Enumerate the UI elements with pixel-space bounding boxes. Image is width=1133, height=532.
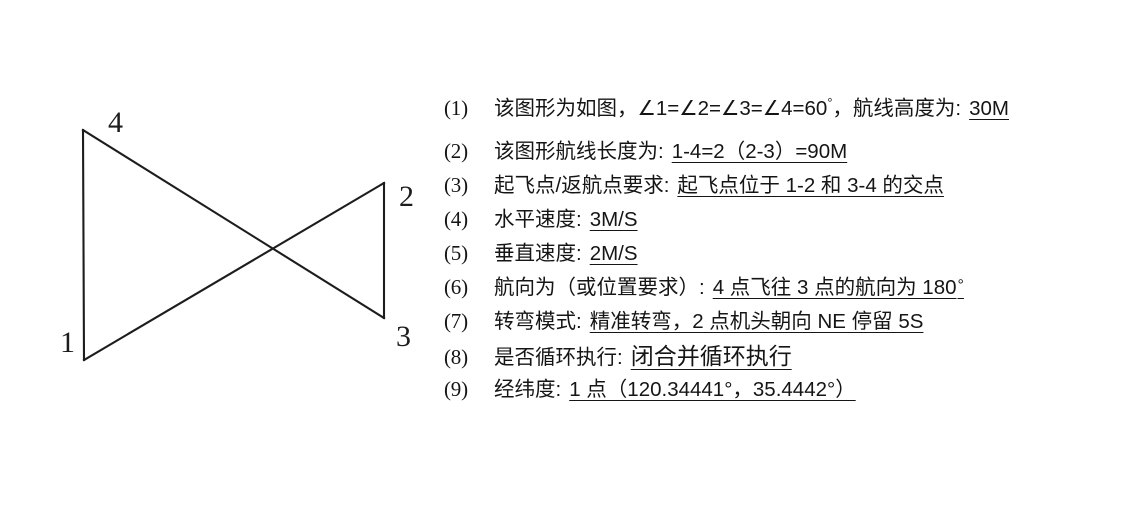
spec-item-9: (9) 经纬度: 1 点（120.34441°，35.4442°） (444, 379, 1129, 413)
vertex-label-4: 4 (108, 106, 123, 139)
spec-body-6: 航向为（或位置要求）: 4 点飞往 3 点的航向为 180° (494, 276, 964, 299)
spec-index-4: (4) (444, 207, 468, 231)
flight-path-svg (81, 128, 386, 362)
vertex-label-3: 3 (396, 320, 411, 353)
vertex-label-1: 1 (60, 326, 75, 359)
spec-value-vertical-speed: 2M/S (589, 242, 638, 265)
spec-item-6: (6) 航向为（或位置要求）: 4 点飞往 3 点的航向为 180° (444, 277, 1129, 311)
spec-body-7: 转弯模式: 精准转弯，2 点机头朝向 NE 停留 5S (494, 310, 924, 333)
edge-4-1 (81, 128, 86, 362)
spec-body-3: 起飞点/返航点要求: 起飞点位于 1-2 和 3-4 的交点 (494, 174, 944, 197)
spec-label-8: 是否循环执行: (494, 346, 623, 369)
flight-path-diagram: 4 1 2 3 (0, 0, 440, 532)
spec-label-3: 起飞点/返航点要求: (494, 174, 670, 197)
spec-index-1: (1) (444, 96, 468, 120)
degree-icon: ° (827, 95, 833, 111)
spec-label-6: 航向为（或位置要求）: (494, 276, 705, 299)
spec-item-4: (4) 水平速度: 3M/S (444, 209, 1129, 243)
spec-label-1-tail: ，航线高度为: (832, 97, 962, 120)
spec-value-heading-text: 4 点飞往 3 点的航向为 180 (712, 276, 957, 299)
spec-item-8: (8) 是否循环执行: 闭合并循环执行 (444, 345, 1129, 379)
spec-body-1: 该图形为如图，∠1=∠2=∠3=∠4=60°，航线高度为: 30M (494, 96, 1009, 120)
spec-label-5: 垂直速度: (494, 242, 582, 265)
spec-label-9: 经纬度: (494, 378, 562, 401)
spec-body-2: 该图形航线长度为: 1-4=2（2-3）=90M (494, 140, 848, 163)
spec-index-9: (9) (444, 377, 468, 401)
spec-value-horizontal-speed: 3M/S (589, 208, 638, 231)
spec-list: (1) 该图形为如图，∠1=∠2=∠3=∠4=60°，航线高度为: 30M (2… (444, 96, 1129, 413)
degree-icon: ° (957, 276, 964, 294)
spec-item-5: (5) 垂直速度: 2M/S (444, 243, 1129, 277)
spec-value-heading: 4 点飞往 3 点的航向为 180° (712, 276, 964, 299)
spec-value-loop-execution: 闭合并循环执行 (630, 343, 792, 369)
spec-label-2: 该图形航线长度为: (494, 140, 664, 163)
spec-label-1-text: 该图形为如图，∠1=∠2=∠3=∠4=60 (494, 97, 828, 120)
spec-body-4: 水平速度: 3M/S (494, 208, 638, 231)
spec-body-5: 垂直速度: 2M/S (494, 242, 638, 265)
spec-value-takeoff-point: 起飞点位于 1-2 和 3-4 的交点 (677, 174, 944, 197)
spec-index-3: (3) (444, 173, 468, 197)
spec-label-1: 该图形为如图，∠1=∠2=∠3=∠4=60°，航线高度为: (494, 96, 962, 120)
spec-item-2: (2) 该图形航线长度为: 1-4=2（2-3）=90M (444, 141, 1129, 175)
spec-body-9: 经纬度: 1 点（120.34441°，35.4442°） (494, 378, 856, 401)
spec-index-2: (2) (444, 139, 468, 163)
spec-index-5: (5) (444, 241, 468, 265)
vertex-label-2: 2 (399, 180, 414, 213)
spec-value-turn-mode: 精准转弯，2 点机头朝向 NE 停留 5S (589, 310, 924, 333)
spec-value-coordinates: 1 点（120.34441°，35.4442°） (569, 378, 856, 401)
spec-label-7: 转弯模式: (494, 310, 582, 333)
spec-label-4: 水平速度: (494, 208, 582, 231)
spec-index-7: (7) (444, 309, 468, 333)
spec-item-3: (3) 起飞点/返航点要求: 起飞点位于 1-2 和 3-4 的交点 (444, 175, 1129, 209)
spec-value-route-length: 1-4=2（2-3）=90M (671, 140, 848, 163)
spec-body-8: 是否循环执行: 闭合并循环执行 (494, 345, 792, 369)
edge-4-3 (81, 128, 386, 320)
spec-value-altitude: 30M (969, 97, 1009, 120)
edge-1-2 (82, 181, 386, 362)
spec-index-8: (8) (444, 345, 468, 369)
spec-index-6: (6) (444, 275, 468, 299)
spec-item-1: (1) 该图形为如图，∠1=∠2=∠3=∠4=60°，航线高度为: 30M (444, 96, 1129, 132)
spec-item-7: (7) 转弯模式: 精准转弯，2 点机头朝向 NE 停留 5S (444, 311, 1129, 345)
